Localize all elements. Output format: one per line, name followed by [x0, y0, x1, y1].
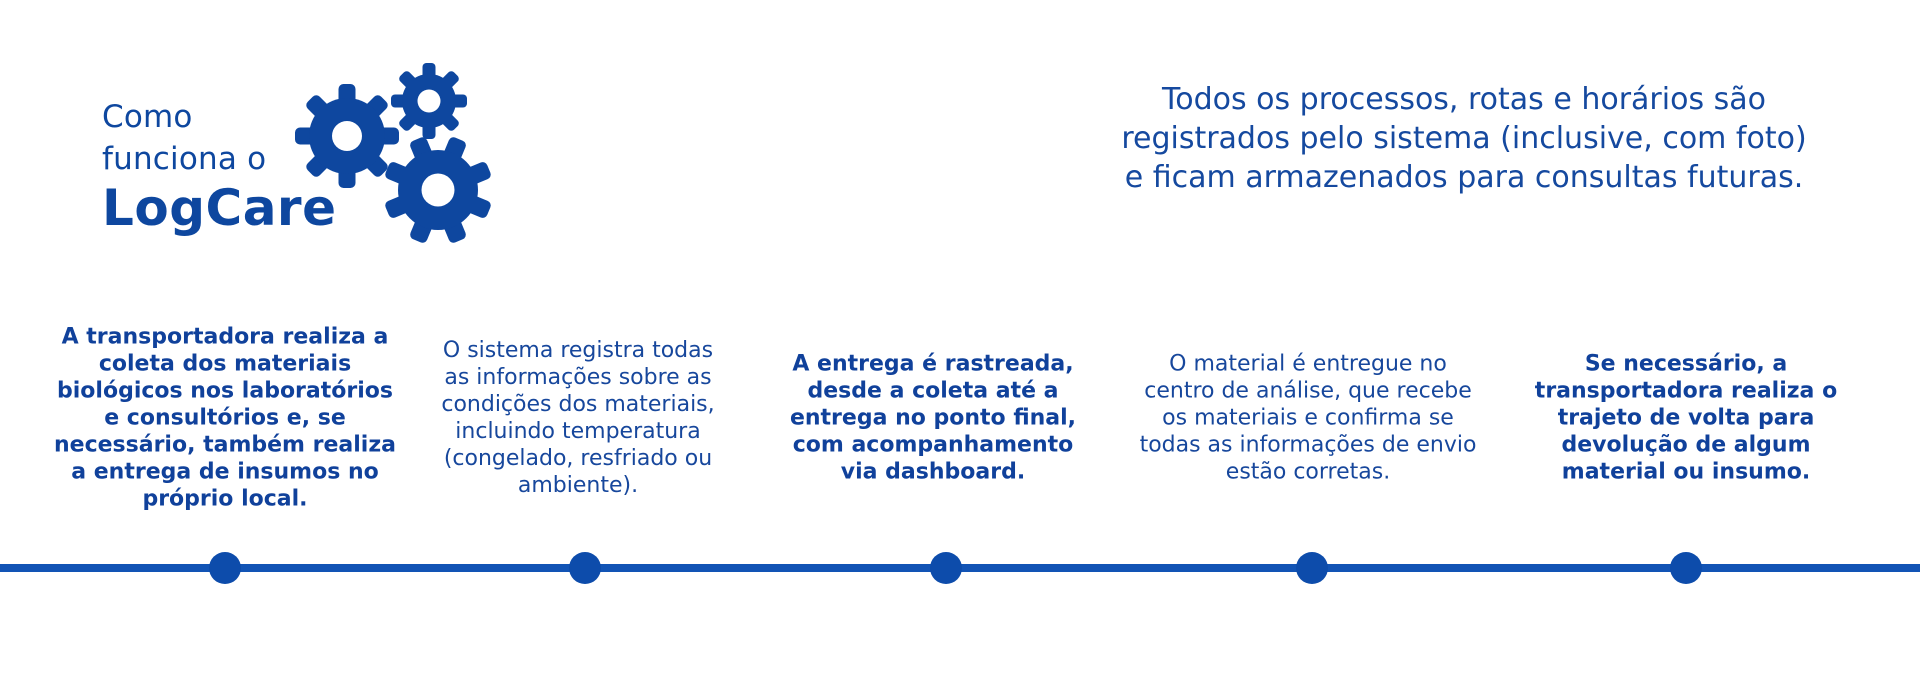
- step-text-3: A entrega é rastreada, desde a coleta at…: [789, 351, 1077, 485]
- step-text-5: Se necessário, a transportadora realiza …: [1534, 351, 1838, 485]
- intro-line-1: Todos os processos, rotas e horários são: [1162, 82, 1766, 117]
- timeline-dot-1: [209, 552, 241, 584]
- step-text-2: O sistema registra todas as informações …: [441, 338, 715, 498]
- intro-line-3: e ficam armazenados para consultas futur…: [1124, 160, 1804, 195]
- timeline-dot-3: [930, 552, 962, 584]
- step-text-1: A transportadora realiza a coleta dos ma…: [54, 324, 396, 512]
- page-title: Como funciona o LogCare: [102, 96, 337, 236]
- step-text-4: O material é entregue no centro de análi…: [1139, 351, 1477, 485]
- gears-icon: [285, 38, 510, 267]
- title-line-2: funciona o: [102, 141, 267, 177]
- timeline-dot-4: [1296, 552, 1328, 584]
- intro-paragraph: Todos os processos, rotas e horários são…: [1114, 80, 1814, 197]
- timeline-dot-5: [1670, 552, 1702, 584]
- intro-line-2: registrados pelo sistema (inclusive, com…: [1121, 121, 1807, 156]
- timeline-dot-2: [569, 552, 601, 584]
- brand-logo-text: LogCare: [102, 179, 337, 237]
- title-line-1: Como: [102, 99, 193, 135]
